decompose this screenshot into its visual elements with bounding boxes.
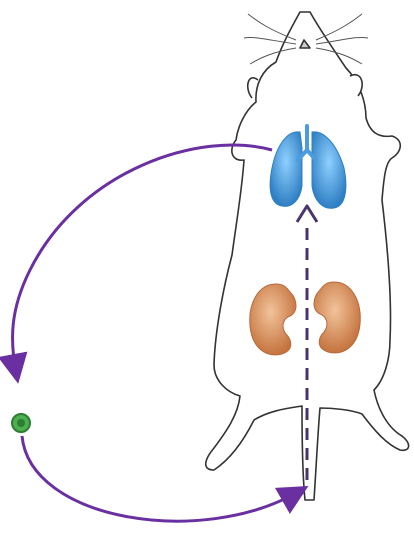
- injection-site-marker: [12, 414, 30, 432]
